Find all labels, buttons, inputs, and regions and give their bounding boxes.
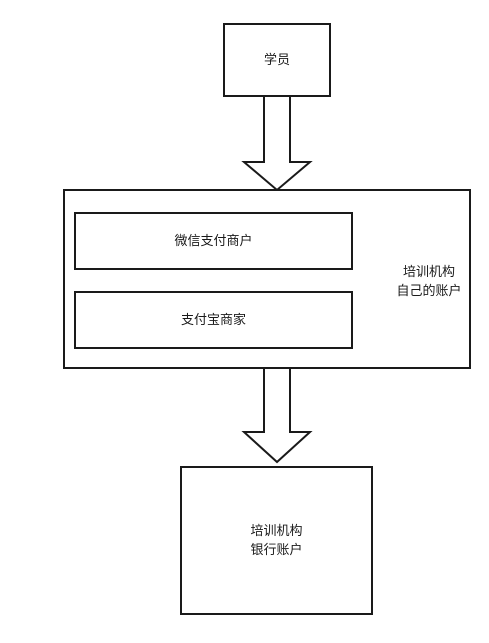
bank-account-label-line2: 银行账户	[250, 542, 303, 558]
bank-account-node: 培训机构 银行账户	[180, 466, 373, 615]
wechat-merchant-label: 微信支付商户	[174, 233, 253, 249]
arrow-student-to-org	[241, 95, 313, 192]
alipay-merchant-label: 支付宝商家	[180, 312, 246, 328]
wechat-merchant-node: 微信支付商户	[74, 212, 353, 270]
org-account-label-line2: 自己的账户	[396, 284, 462, 299]
bank-account-label-line1: 培训机构	[250, 523, 303, 539]
student-label: 学员	[263, 52, 290, 68]
arrow-org-to-bank	[241, 367, 313, 464]
alipay-merchant-node: 支付宝商家	[74, 291, 353, 349]
student-node: 学员	[223, 23, 331, 97]
org-account-label: 培训机构 自己的账户	[392, 263, 466, 301]
org-account-label-line1: 培训机构	[402, 265, 455, 280]
